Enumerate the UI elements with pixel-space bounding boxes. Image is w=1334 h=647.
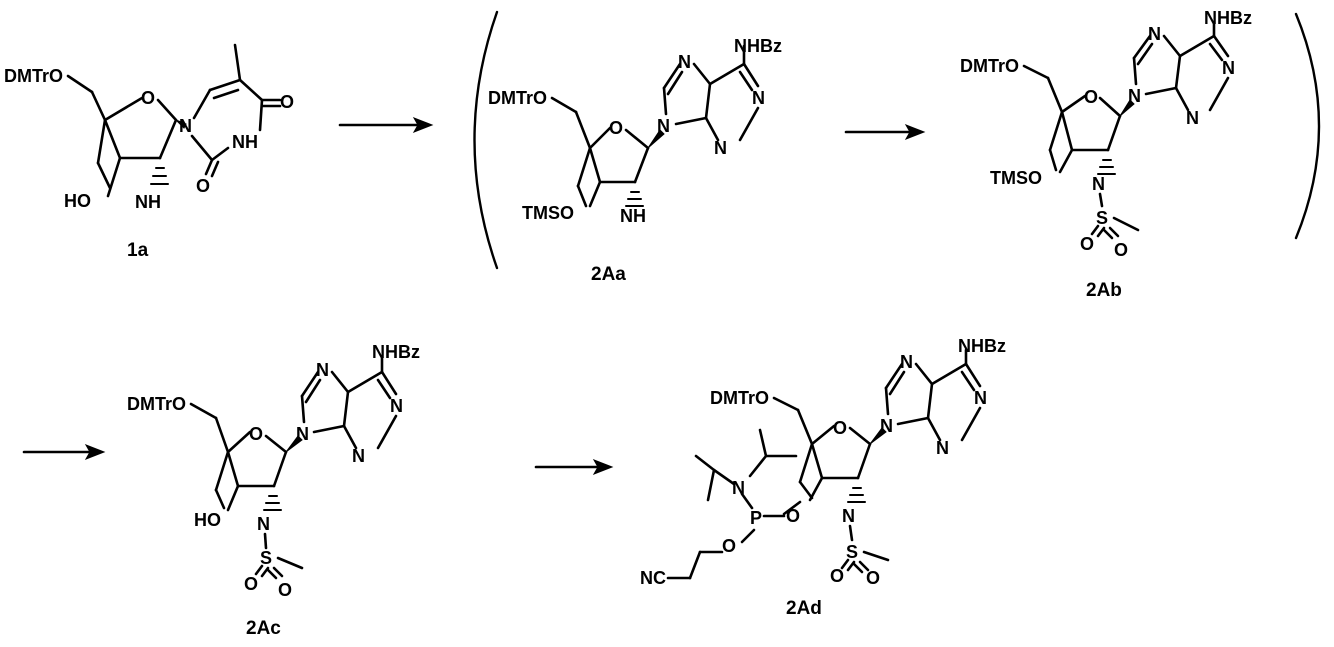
reaction-arrow-3 — [24, 445, 104, 459]
n3-atom: N — [714, 138, 727, 158]
compound-label-2ab: 2Ab — [1086, 280, 1122, 301]
compound-label-2ad: 2Ad — [786, 598, 822, 619]
amine-nh: NH — [135, 192, 161, 212]
n3-atom: N — [352, 446, 365, 466]
compound-2ab: DMTrO O TMSO N S O O N N NHBz — [960, 8, 1252, 301]
compound-label-2ac: 2Ac — [246, 618, 281, 639]
nhbz-group: NHBz — [1204, 8, 1252, 28]
dmtro-group: DMTrO — [710, 388, 769, 408]
compound-2ac: DMTrO O HO N S O O N N NHBz — [127, 342, 420, 639]
nhbz-group: NHBz — [372, 342, 420, 362]
reaction-arrow-1 — [340, 118, 432, 132]
reaction-arrow-2 — [846, 125, 924, 139]
dmtro-group: DMTrO — [488, 88, 547, 108]
hydroxyl-group: HO — [194, 510, 221, 530]
dmtro-group: DMTrO — [127, 394, 186, 414]
compound-2ad: DMTrO O O P N O NC N S — [640, 336, 1006, 619]
n3h-group: NH — [232, 132, 258, 152]
sulfonyl-oxygen-b: O — [1114, 240, 1128, 260]
aziridine-n: N — [1092, 174, 1105, 194]
sulfonyl-oxygen-a: O — [244, 574, 258, 594]
hydroxyl-group: HO — [64, 191, 91, 211]
n9-atom: N — [296, 424, 309, 444]
n3-atom: N — [936, 438, 949, 458]
n9-atom: N — [657, 116, 670, 136]
phosphite-oxygen-2: O — [722, 536, 736, 556]
n1-atom: N — [1222, 58, 1235, 78]
compound-2aa: DMTrO O TMSO NH N N NHBz N N 2Aa — [488, 36, 782, 285]
ring-oxygen: O — [833, 418, 847, 438]
compound-label-1a: 1a — [127, 240, 149, 261]
sulfonyl-oxygen-a: O — [1080, 234, 1094, 254]
n7-atom: N — [900, 352, 913, 372]
dmtro-group: DMTrO — [960, 56, 1019, 76]
n1-atom: N — [390, 396, 403, 416]
n7-atom: N — [678, 52, 691, 72]
tmso-group: TMSO — [990, 168, 1042, 188]
compound-1a: DMTrO O HO NH N O NH O 1a — [4, 45, 294, 261]
n7-atom: N — [316, 360, 329, 380]
aziridine-n: N — [842, 506, 855, 526]
ring-oxygen: O — [141, 88, 155, 108]
phosphite-oxygen-1: O — [786, 506, 800, 526]
c4-oxygen: O — [280, 92, 294, 112]
n7-atom: N — [1148, 24, 1161, 44]
aziridine-n: N — [257, 514, 270, 534]
n1-atom: N — [752, 88, 765, 108]
dmtro-group: DMTrO — [4, 66, 63, 86]
ring-oxygen: O — [249, 424, 263, 444]
sulfonyl-oxygen-b: O — [866, 568, 880, 588]
bracket-close — [1296, 14, 1319, 238]
reaction-arrow-4 — [536, 460, 612, 474]
amine-n: N — [732, 478, 745, 498]
sulfonyl-oxygen-b: O — [278, 580, 292, 600]
sulfonyl-oxygen-a: O — [830, 566, 844, 586]
n1-atom: N — [974, 388, 987, 408]
tmso-group: TMSO — [522, 203, 574, 223]
nitrile-group: NC — [640, 568, 666, 588]
nhbz-group: NHBz — [958, 336, 1006, 356]
amine-nh: NH — [620, 206, 646, 226]
phosphorus-atom: P — [750, 508, 762, 528]
ring-oxygen: O — [1084, 87, 1098, 107]
n9-atom: N — [880, 416, 893, 436]
nhbz-group: NHBz — [734, 36, 782, 56]
compound-label-2aa: 2Aa — [591, 264, 626, 285]
c2-oxygen: O — [196, 176, 210, 196]
bracket-open — [475, 12, 498, 268]
n9-atom: N — [1128, 86, 1141, 106]
ring-oxygen: O — [609, 118, 623, 138]
n1-atom: N — [179, 116, 192, 136]
